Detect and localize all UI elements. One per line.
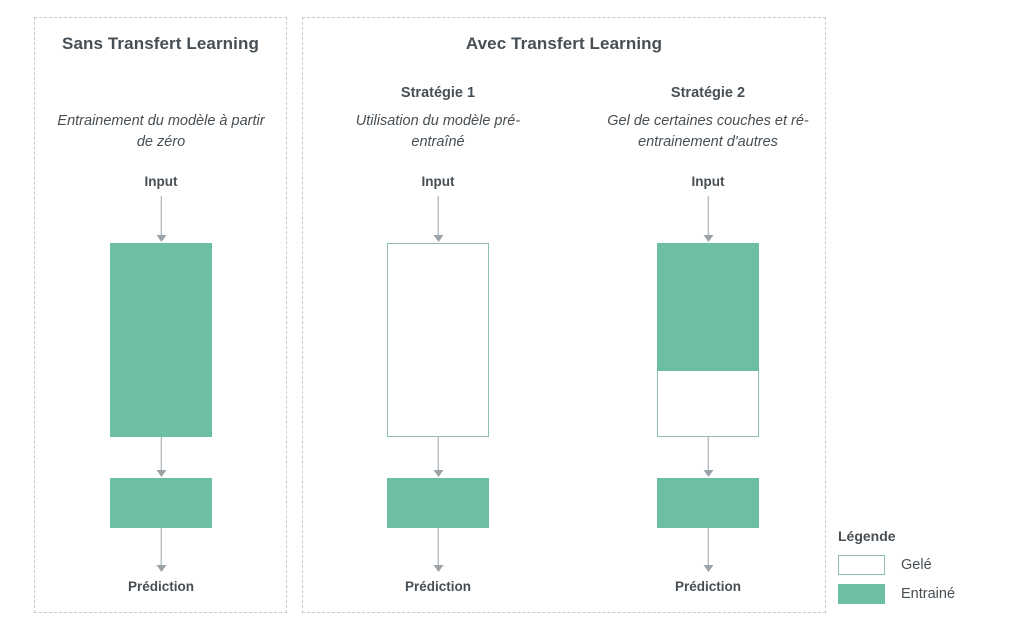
legend-item-entraine: Entrainé (838, 584, 1018, 604)
column-strategie-2: Stratégie 2 Gel de certaines couches et … (607, 0, 809, 642)
legend-label-entraine: Entrainé (901, 586, 956, 602)
prediction-label-strategie-1: Prédiction (404, 579, 471, 594)
prediction-label-strategie-2: Prédiction (674, 579, 741, 594)
legend-swatch-trained (838, 584, 885, 604)
input-label-scratch: Input (144, 174, 178, 189)
arrow-head-to-prediction-strategie-2 (703, 528, 714, 572)
head-block-strategie-1 (387, 478, 489, 528)
subtitle-strategie-1: Utilisation du modèle pré-entraîné (355, 113, 521, 150)
subtitle-strategie-2: Gel de certaines couches et ré-entrainem… (607, 113, 809, 150)
input-label-strategie-1: Input (421, 174, 455, 189)
arrow-head-to-prediction-scratch (156, 528, 167, 572)
model-block-scratch (110, 243, 212, 437)
column-strategie-1: Stratégie 1 Utilisation du modèle pré-en… (338, 0, 538, 642)
model-block-strategie-2-trained-part (657, 243, 759, 371)
arrow-head-to-prediction-strategie-1 (433, 528, 444, 572)
subtitle-entrainement-from-scratch: Entrainement du modèle à partir de zéro (57, 113, 265, 150)
arrow-input-to-model-scratch (156, 196, 167, 242)
legend-swatch-frozen (838, 555, 885, 575)
panel-title-avec-transfert: Avec Transfert Learning (465, 34, 663, 53)
panel-title-sans-transfert: Sans Transfert Learning (62, 34, 259, 53)
legend-item-gele: Gelé (838, 555, 1018, 575)
input-label-strategie-2: Input (691, 174, 725, 189)
legend-label-gele: Gelé (901, 557, 932, 573)
head-block-scratch (110, 478, 212, 528)
model-block-strategie-2 (657, 243, 759, 437)
strategy-title-2: Stratégie 2 (670, 85, 746, 101)
model-block-strategie-1 (387, 243, 489, 437)
legend-title: Légende (838, 528, 896, 544)
arrow-model-to-head-scratch (156, 437, 167, 477)
panel-avec-transfert-learning: Avec Transfert Learning (302, 17, 826, 613)
arrow-model-to-head-strategie-2 (703, 437, 714, 477)
arrow-model-to-head-strategie-1 (433, 437, 444, 477)
head-block-strategie-2 (657, 478, 759, 528)
arrow-input-to-model-strategie-2 (703, 196, 714, 242)
prediction-label-scratch: Prédiction (127, 579, 194, 594)
panel-sans-transfert-learning: Sans Transfert Learning (34, 17, 287, 613)
model-block-strategie-2-frozen-part (657, 371, 759, 437)
arrow-input-to-model-strategie-1 (433, 196, 444, 242)
legend: Légende Gelé Entrainé (838, 528, 1018, 613)
column-entrainement-from-scratch: Entrainement du modèle à partir de zéro … (57, 0, 264, 642)
strategy-title-1: Stratégie 1 (400, 85, 476, 101)
